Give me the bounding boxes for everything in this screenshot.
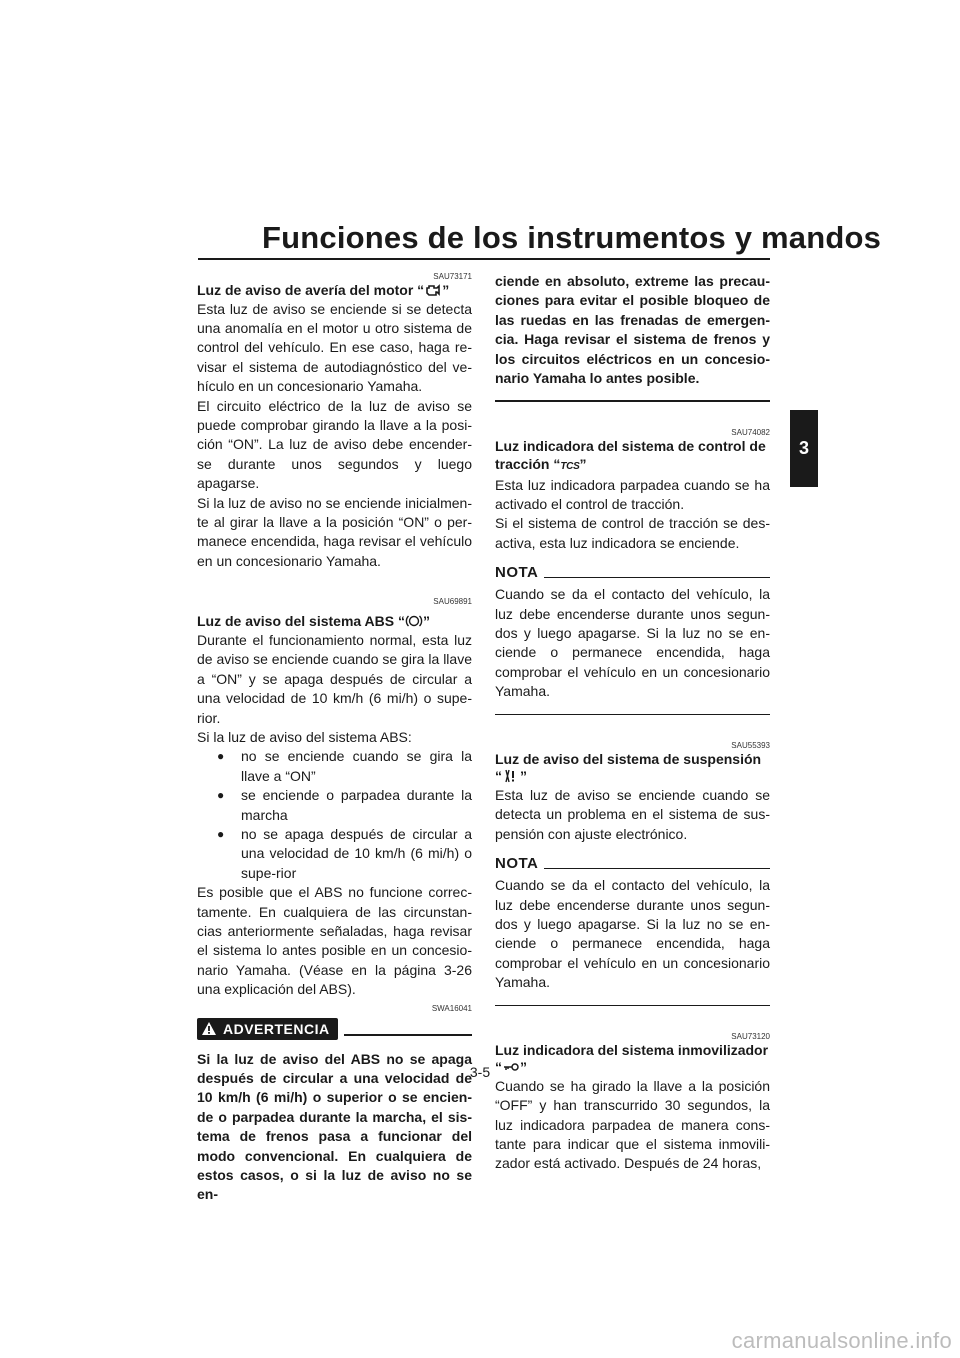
- paragraph: Es posible que el ABS no funcione correc…: [197, 884, 472, 998]
- note-label: NOTA: [495, 564, 539, 582]
- list-item: no se apaga después de circular a una ve…: [217, 825, 472, 883]
- header-rule: [198, 258, 770, 260]
- warning-header: ADVERTENCIA: [197, 1017, 472, 1040]
- tcs-icon: TCS: [560, 461, 580, 473]
- key-icon: [504, 1063, 519, 1071]
- warning-end-rule: [495, 400, 770, 403]
- warning-label: ADVERTENCIA: [223, 1020, 330, 1037]
- list-item: no se enciende cuando se gira la llave a…: [217, 747, 472, 786]
- warning-text-continued: ciende en absoluto, extreme las precau-c…: [495, 273, 770, 387]
- section-code: SAU74082: [731, 428, 770, 438]
- right-column: ciende en absoluto, extreme las precau-c…: [495, 272, 770, 1174]
- note-header: NOTA: [495, 565, 770, 581]
- list-item: se enciende o parpadea durante la marcha: [217, 786, 472, 825]
- paragraph: Esta luz de aviso se enciende cuando se …: [495, 786, 770, 842]
- section-code: SAU69891: [433, 597, 472, 607]
- paragraph: Si la luz de aviso no se enciende inicia…: [197, 494, 472, 569]
- section-heading-engine: Luz de aviso de avería del motor “”: [197, 282, 450, 298]
- paragraph: Si la luz de aviso del sistema ABS:: [197, 728, 412, 745]
- section-code: SAU55393: [731, 740, 770, 750]
- section-heading-tcs: Luz indicadora del sistema de control de…: [495, 438, 766, 473]
- page-title: Funciones de los instrumentos y mandos: [262, 220, 882, 255]
- note-header: NOTA: [495, 856, 770, 872]
- note-end-rule: [495, 713, 770, 715]
- note-text: Cuando se da el contacto del vehículo, l…: [495, 586, 770, 700]
- section-heading-abs: Luz de aviso del sistema ABS “”: [197, 613, 430, 630]
- left-column: SAU73171 Luz de aviso de avería del moto…: [197, 272, 472, 1205]
- paragraph: Si el sistema de control de tracción se …: [495, 515, 770, 551]
- note-text: Cuando se da el contacto del vehículo, l…: [495, 877, 770, 991]
- section-heading-suspension: Luz de aviso del sistema de suspensión “…: [495, 750, 762, 785]
- warning-rule: [343, 1033, 472, 1036]
- note-rule: [544, 868, 770, 870]
- warning-badge: ADVERTENCIA: [197, 1017, 338, 1040]
- page-number: 3-5: [469, 1064, 491, 1080]
- watermark: carmanualsonline.info: [731, 1328, 952, 1353]
- chapter-tab: 3: [790, 410, 818, 487]
- abs-icon: [405, 615, 423, 627]
- note-end-rule: [495, 1004, 770, 1006]
- engine-icon: [426, 284, 440, 296]
- note-rule: [544, 577, 770, 579]
- suspension-warning-icon: [505, 770, 514, 783]
- warning-text: Si la luz de aviso del ABS no se apaga d…: [197, 1050, 472, 1203]
- warning-triangle-icon: [202, 1022, 216, 1036]
- bullet-list: no se enciende cuando se gira la llave a…: [197, 747, 472, 883]
- warning-code: SWA16041: [431, 1003, 472, 1013]
- note-label: NOTA: [495, 855, 539, 873]
- paragraph: Cuando se ha girado la llave a la posici…: [495, 1077, 770, 1172]
- section-code: SAU73171: [433, 272, 472, 281]
- paragraph: Esta luz indicadora parpadea cuando se h…: [495, 476, 770, 513]
- paragraph: Durante el funcionamiento normal, esta l…: [197, 631, 472, 726]
- paragraph: Esta luz de aviso se enciende si se dete…: [197, 300, 472, 395]
- section-code: SAU73120: [731, 1031, 770, 1041]
- section-heading-immobilizer: Luz indicadora del sistema inmovilizador…: [495, 1041, 769, 1076]
- paragraph: El circuito eléctrico de la luz de aviso…: [197, 397, 472, 492]
